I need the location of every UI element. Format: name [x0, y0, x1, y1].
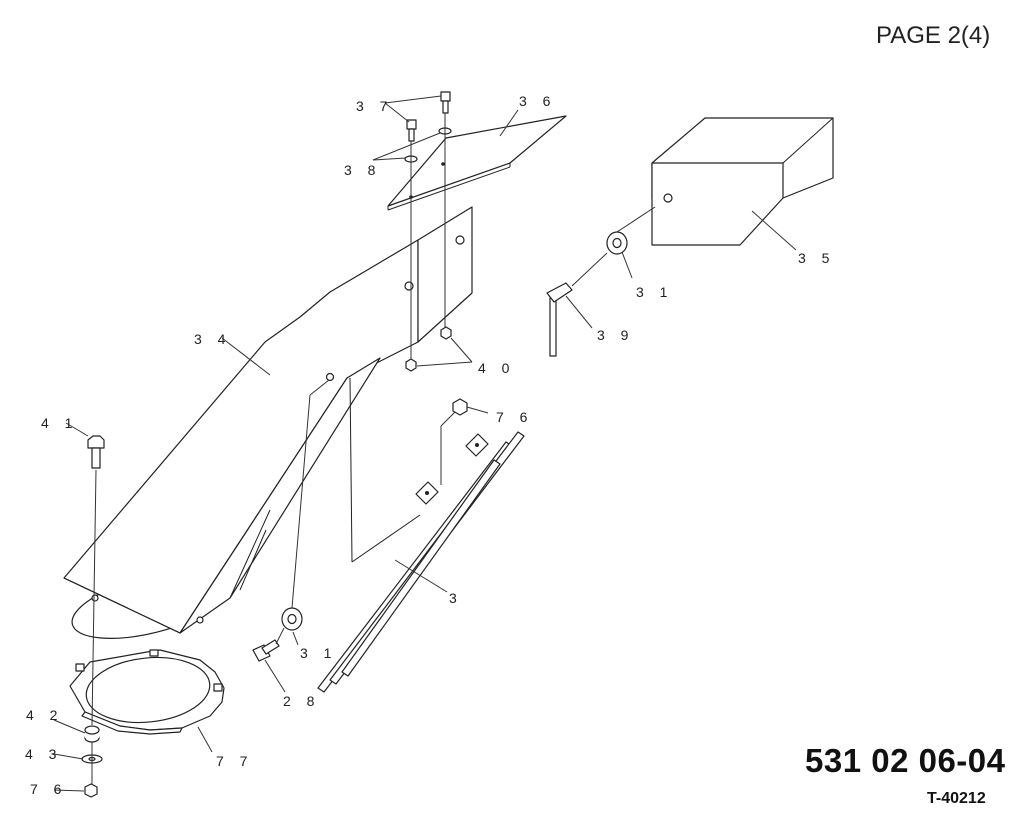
part-77-gasket	[69, 649, 225, 735]
callout-37: 3 7	[356, 98, 393, 114]
callout-38: 3 8	[344, 162, 381, 178]
leader-lines	[53, 95, 797, 792]
center-lines	[91, 113, 656, 784]
part-35-cover	[651, 117, 834, 246]
callout-40: 4 0	[478, 360, 515, 376]
callout-3: 3	[449, 590, 463, 606]
part-36-plate	[387, 115, 567, 211]
callout-42: 4 2	[26, 707, 63, 723]
part-3-rods	[317, 431, 525, 693]
callout-41: 4 1	[41, 415, 78, 431]
callout-39: 3 9	[597, 327, 634, 343]
callout-28: 2 8	[283, 693, 320, 709]
figure-id: T-40212	[927, 790, 986, 807]
part-34-chute	[63, 206, 473, 639]
callout-35: 3 5	[798, 250, 835, 266]
callout-31-upper: 3 1	[636, 284, 673, 300]
page-number: PAGE 2(4)	[876, 22, 991, 49]
callout-34: 3 4	[194, 331, 231, 347]
part-number-title: 531 02 06-04	[805, 742, 1006, 779]
part-76-nuts	[84, 398, 468, 798]
callout-76-lower: 7 6	[30, 781, 67, 797]
part-28-bolt	[252, 639, 280, 662]
callout-36: 3 6	[519, 93, 556, 109]
part-42-spacer	[84, 725, 100, 743]
callout-76-upper: 7 6	[496, 409, 533, 425]
callout-77: 7 7	[216, 753, 253, 769]
callout-43: 4 3	[25, 746, 62, 762]
part-31-spacers	[281, 231, 628, 631]
part-41-bolt	[87, 435, 105, 469]
part-39-pin	[546, 282, 573, 357]
callout-31-lower: 3 1	[300, 645, 337, 661]
